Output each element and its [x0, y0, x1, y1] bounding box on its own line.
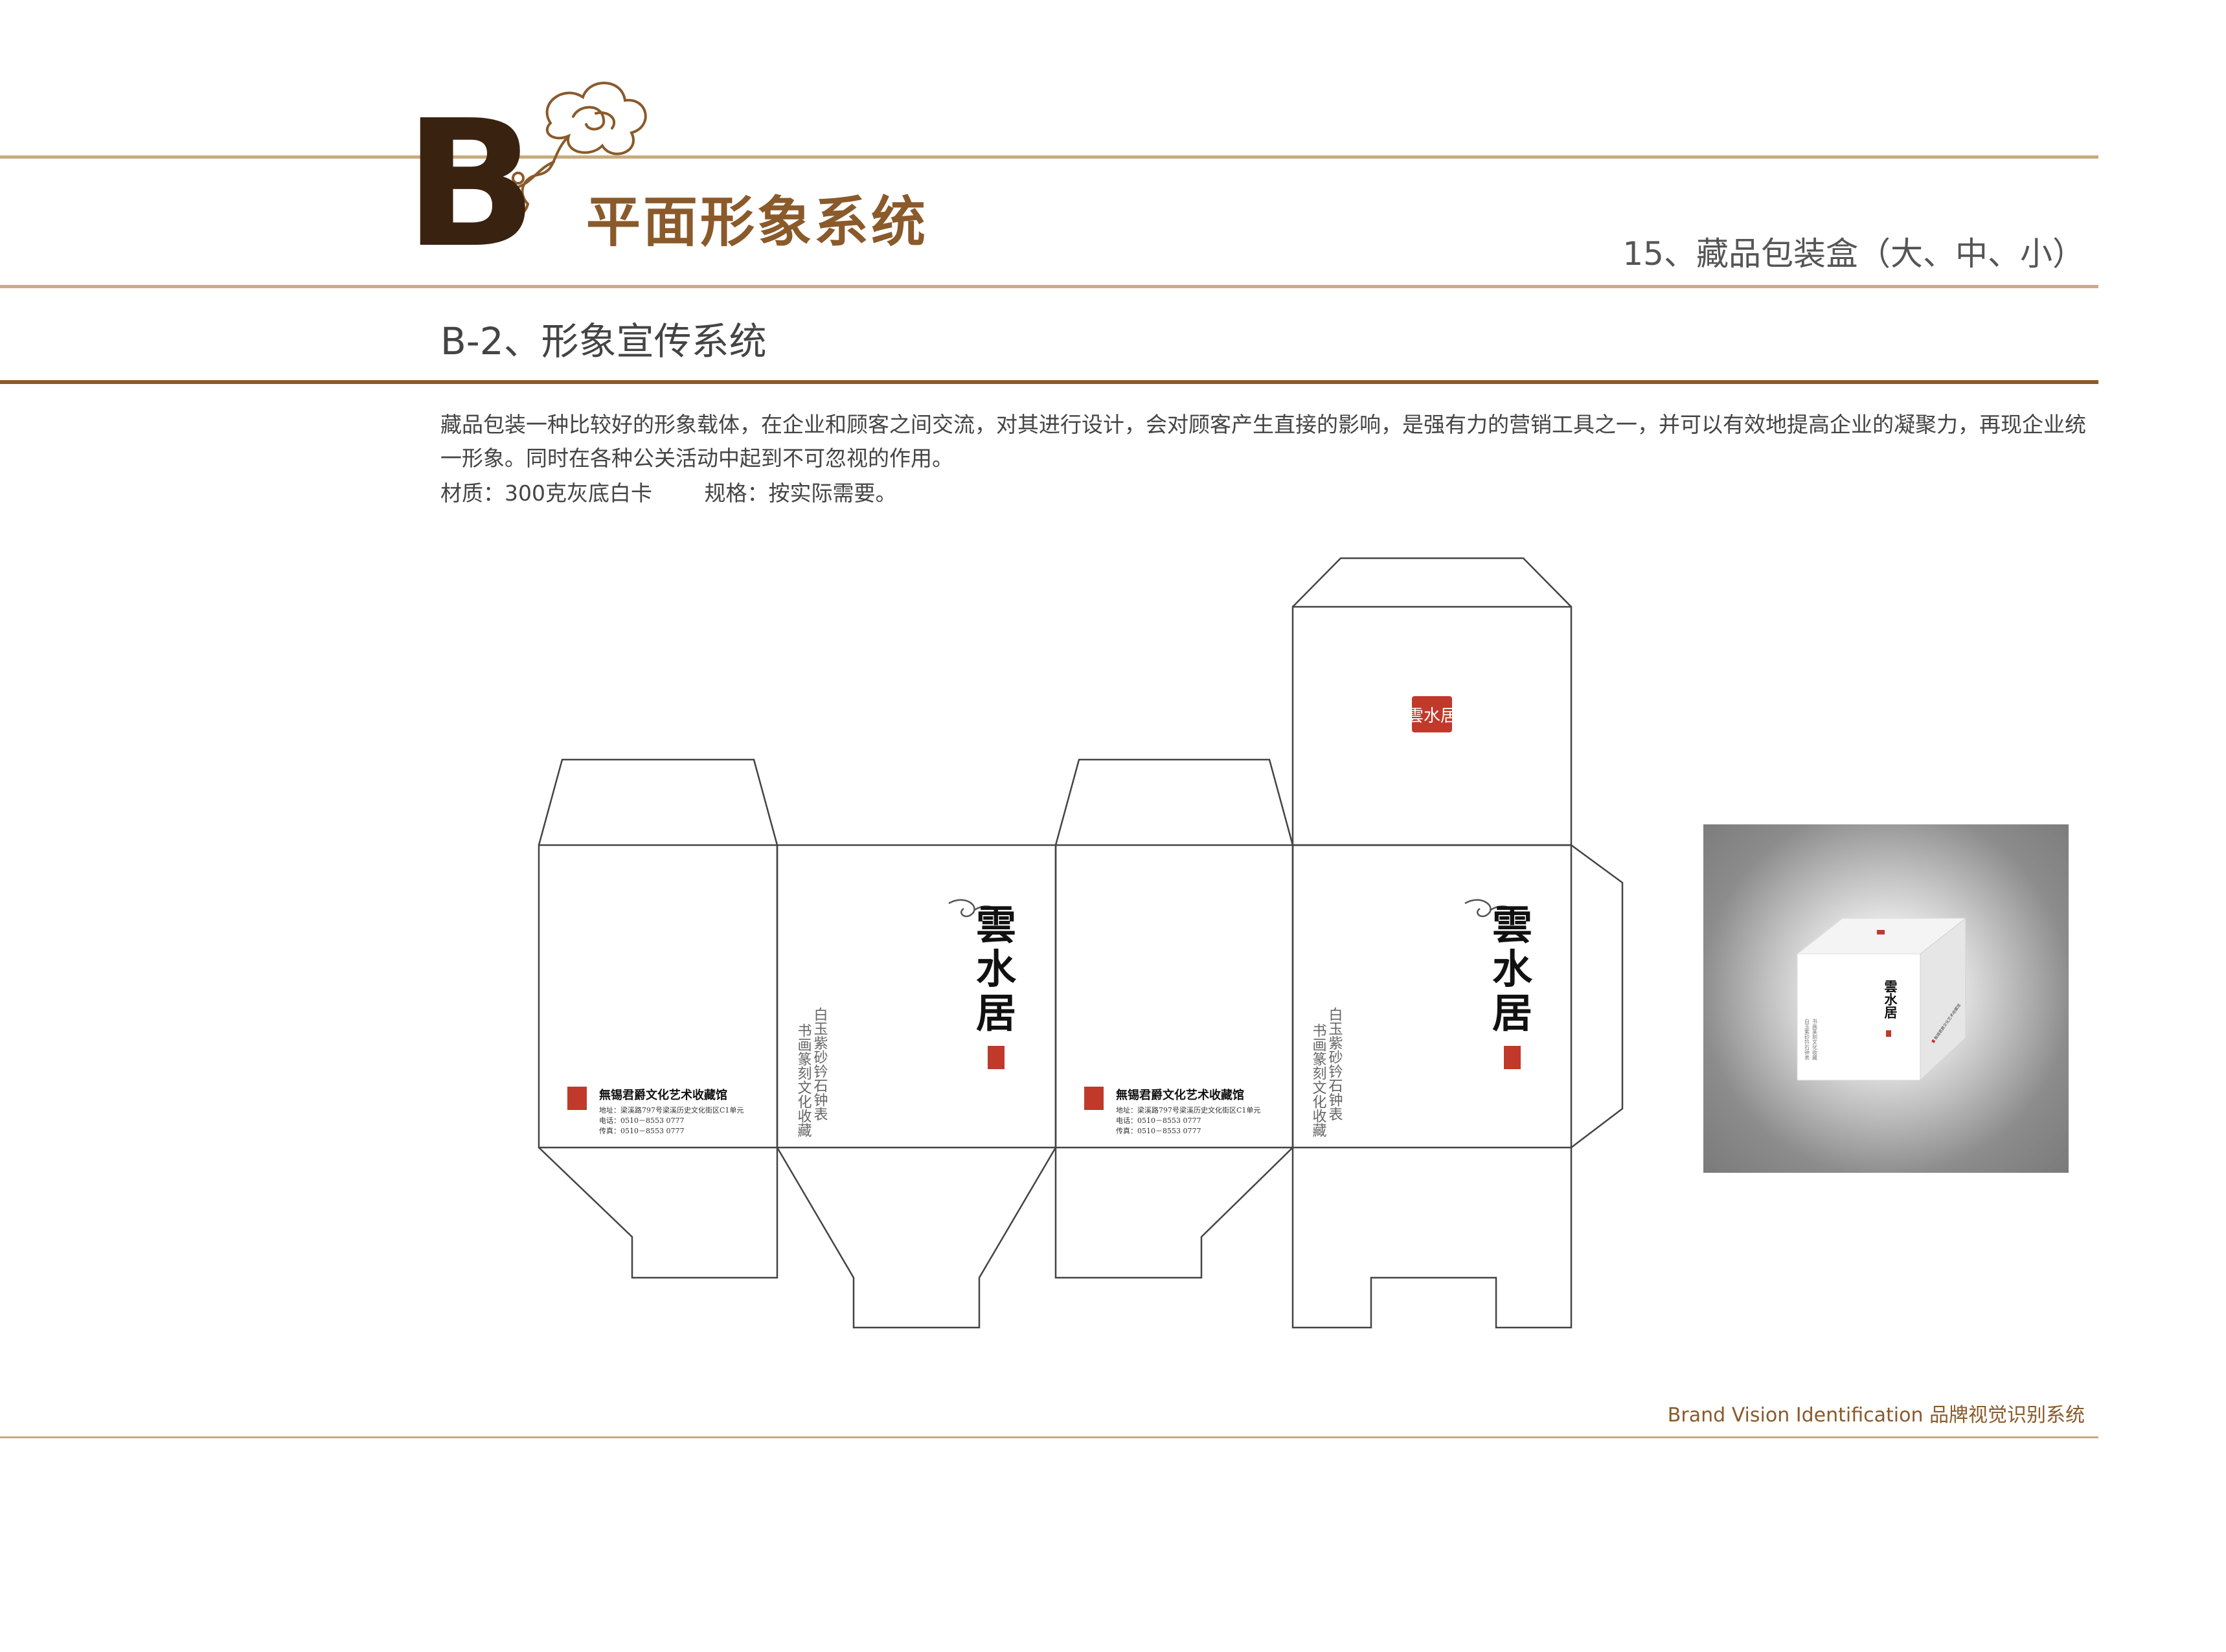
swirl-icon [948, 899, 999, 918]
dieline-bottom-flap-4 [1291, 1148, 1573, 1329]
swirl-icon [1464, 899, 1515, 918]
footer-rule [0, 1436, 2098, 1438]
box-side-face [1920, 917, 1966, 1081]
panel4-brand: 雲 水 居 白玉紫砂钤石钟表 书画篆刻文化收藏 [1310, 899, 1533, 1137]
company-seal [567, 1087, 587, 1110]
size-spec-text: 规格：按实际需要。 [704, 481, 897, 506]
dieline-glue-flap [1571, 844, 1624, 1148]
panel2-brand: 雲 水 居 白玉紫砂钤石钟表 书画篆刻文化收藏 [795, 899, 1017, 1137]
dieline-bottom-flap-3 [1054, 1147, 1293, 1279]
brand-char-3: 居 [976, 990, 1016, 1037]
company-fax: 传真：0510－8553 0777 [599, 1126, 684, 1135]
company-name: 無锡君爵文化艺术收藏馆 [599, 1088, 727, 1102]
company-phone: 电话：0510－8553 0777 [599, 1116, 684, 1125]
dieline-bottom-flap-2 [776, 1147, 1057, 1329]
dieline-top-flap-1 [538, 758, 778, 846]
brand-char-1: 雲 [1492, 901, 1532, 949]
cloud-ornament-icon [504, 82, 647, 218]
system-title: 平面形象系统 [586, 190, 929, 254]
side-text-line1: 白玉紫砂钤石钟表 [812, 1007, 828, 1121]
box-brand-text: 雲水居 [1882, 980, 1898, 1019]
subheader-rule [0, 380, 2098, 384]
brand-char-1: 雲 [976, 901, 1016, 949]
footer-text: Brand Vision Identification 品牌视觉识别系统 [1667, 1404, 2085, 1427]
section-letter: B [404, 82, 538, 286]
brand-char-2: 水 [976, 945, 1017, 993]
small-seal [988, 1046, 1005, 1069]
section-number: 15、藏品包装盒（大、中、小） [1622, 235, 2085, 273]
material-text: 材质：300克灰底白卡 [440, 481, 652, 506]
box-front-face [1797, 953, 1921, 1081]
spec-line: 材质：300克灰底白卡 规格：按实际需要。 [440, 476, 942, 507]
header-bottom-rule [0, 285, 2098, 288]
box-top-seal [1877, 930, 1885, 934]
box-small-seal [1886, 1030, 1891, 1037]
dieline-lid [1291, 605, 1573, 846]
subheader-title: B-2、形象宣传系统 [440, 319, 767, 363]
box-3d-preview: 雲水居 白玉紫砂钤石钟表 书画篆刻文化收藏 無锡君爵文化艺术收藏馆 [1703, 824, 2069, 1173]
company-phone: 电话：0510－8553 0777 [1116, 1116, 1201, 1125]
box-side-text: 白玉紫砂钤石钟表 [1804, 1018, 1810, 1061]
company-address: 地址：梁溪路797号梁溪历史文化街区C1单元 [599, 1105, 744, 1115]
dieline-lid-tuck [1292, 557, 1572, 607]
panel1-company-info: 無锡君爵文化艺术收藏馆 地址：梁溪路797号梁溪历史文化街区C1单元 电话：05… [567, 1087, 744, 1135]
box-side-text-2: 书画篆刻文化收藏 [1812, 1018, 1818, 1061]
box-3d-render: 雲水居 白玉紫砂钤石钟表 书画篆刻文化收藏 無锡君爵文化艺术收藏馆 [1796, 917, 1967, 1081]
company-name: 無锡君爵文化艺术收藏馆 [1116, 1088, 1244, 1102]
company-address: 地址：梁溪路797号梁溪历史文化街区C1单元 [1116, 1105, 1260, 1115]
side-text-line2: 书画篆刻文化收藏 [1310, 1023, 1327, 1137]
side-text-line2: 书画篆刻文化收藏 [795, 1023, 812, 1137]
panel3-company-info: 無锡君爵文化艺术收藏馆 地址：梁溪路797号梁溪历史文化街区C1单元 电话：05… [1084, 1087, 1260, 1135]
company-seal [1084, 1087, 1104, 1110]
small-seal [1504, 1046, 1521, 1069]
side-text-line1: 白玉紫砂钤石钟表 [1326, 1007, 1343, 1121]
company-fax: 传真：0510－8553 0777 [1116, 1126, 1201, 1135]
lid-seal-text: 雲水居 [1407, 707, 1457, 726]
brand-char-3: 居 [1492, 990, 1532, 1037]
dieline-bottom-flap-1 [538, 1147, 778, 1279]
brand-char-2: 水 [1492, 945, 1533, 993]
header-top-rule [0, 155, 2098, 159]
description-paragraph: 藏品包装一种比较好的形象载体，在企业和顾客之间交流，对其进行设计，会对顾客产生直… [440, 412, 2086, 471]
lid-seal: 雲水居 [1407, 696, 1457, 732]
dieline-top-flap-3 [1054, 758, 1294, 846]
